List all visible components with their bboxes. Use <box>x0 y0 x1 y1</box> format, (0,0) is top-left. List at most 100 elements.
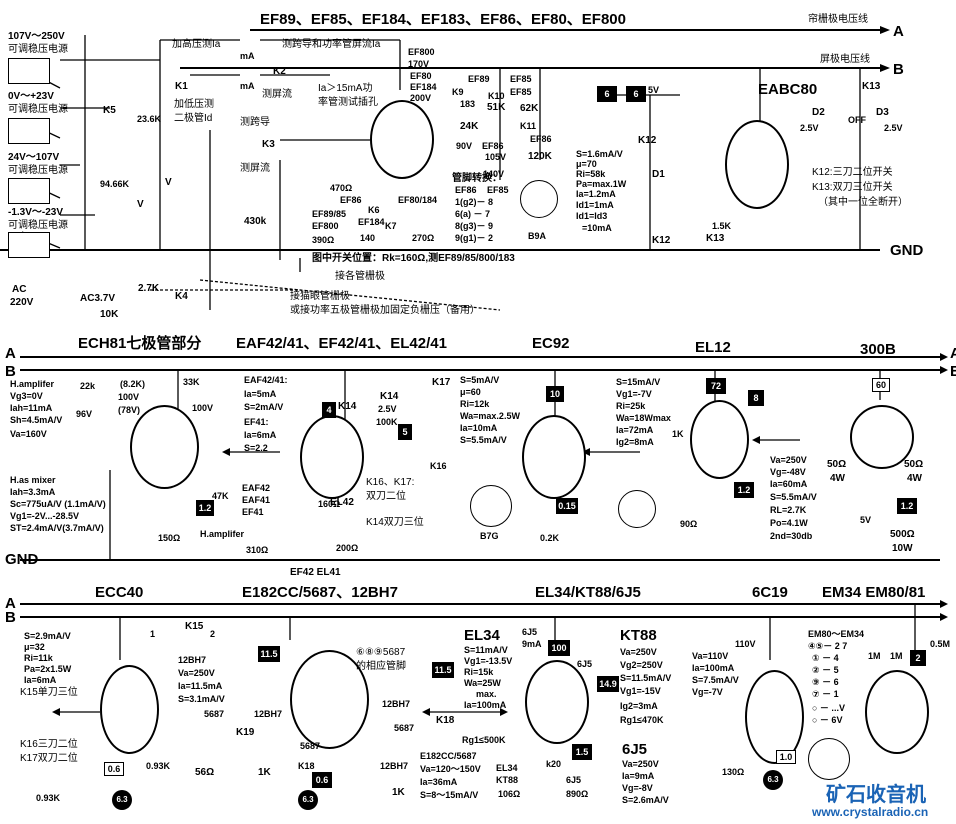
ef-lbl-ef8985: EF89/85 <box>312 209 347 219</box>
el34-6j5-a: 6J5 <box>522 627 538 637</box>
e182-spec2-3: S=8～15mA/V <box>420 790 479 800</box>
ech-spec-3: Sh=4.5mA/V <box>10 415 63 425</box>
6c19-spec-2: Ia=100mA <box>692 663 735 673</box>
ac-r2: 10K <box>100 309 119 320</box>
ecc-r093-a: 0.93K <box>36 793 61 803</box>
val-box-el34: 1.5 <box>572 744 592 760</box>
k7-label: K7 <box>385 221 397 231</box>
e182-spec2-1: Va=120～150V <box>420 764 481 774</box>
supply-box-4 <box>8 232 50 258</box>
el34-9ma: 9mA <box>522 639 542 649</box>
e182-r1k: 1K <box>258 767 271 778</box>
val-box-ec92: 0.15 <box>556 498 578 514</box>
d3-voltage: 2.5V <box>884 123 903 133</box>
r51k: 51K <box>487 102 506 113</box>
ech-r150: 150Ω <box>158 533 181 543</box>
6c19-r130: 130Ω <box>722 767 745 777</box>
pin-box-e182: 11.5 <box>258 646 280 662</box>
b9a-label: B9A <box>528 231 547 241</box>
ech-spec-0: H.amplifer <box>10 379 55 389</box>
ma-meter-2: mA <box>240 81 255 91</box>
ef-lbl-ef184: EF184 <box>358 217 385 227</box>
pin-title: 管脚转换： <box>452 173 502 184</box>
tube-el12 <box>690 400 749 479</box>
6c19-110v: 110V <box>735 639 756 649</box>
em-row-5: ○ － ...V <box>812 703 845 713</box>
el34-lbl-6j5: 6J5 <box>566 775 582 785</box>
6c19-spec-4: Vg=-7V <box>692 687 723 697</box>
diode-label: 二极管Id <box>174 113 213 124</box>
ecc-spec-0: S=2.9mA/V <box>24 631 71 641</box>
pin-box-el34-2: 14.9 <box>597 676 619 692</box>
k16-k17-note: K16、K17: <box>366 477 415 488</box>
el34-spec-1: S=11mA/V <box>464 645 508 655</box>
socket-ec92-pins <box>618 490 656 528</box>
e182-5687-a: 5687 <box>394 723 415 733</box>
e182-spec-3: S=3.1mA/V <box>178 694 225 704</box>
val-box-ech81: 1.2 <box>196 500 214 516</box>
bus-b-label-3: B <box>950 363 956 380</box>
bus-b-label-4: B <box>5 609 16 626</box>
eaf-spec-3: EF41: <box>244 417 269 427</box>
voltmeter-v2: V <box>165 177 172 188</box>
socket-b9a <box>520 180 558 218</box>
ecc-spec-2: Ri=11k <box>24 653 53 663</box>
el12-spec-0: S=15mA/V <box>616 377 661 387</box>
tube-ech81 <box>130 405 199 489</box>
ef-volt-3: EF80 <box>410 71 432 81</box>
lbl-ef85-b: EF85 <box>510 87 532 97</box>
eabc-spec-4: Ia=1.2mA <box>576 189 616 199</box>
eaf-spec-1: Ia=5mA <box>244 389 277 399</box>
pin-row-3: 8(g3)－ 9 <box>455 221 494 231</box>
ecc-spec-4: Ia=6mA <box>24 675 57 685</box>
screen-voltage-line-label: 帘栅极电压线 <box>808 14 868 25</box>
supply-4-voltage: -1.3V～-23V <box>8 207 64 218</box>
k3-label: K3 <box>262 139 275 150</box>
ec92-spec-1: μ=60 <box>460 387 481 397</box>
eaf-r160: 160Ω <box>318 499 341 509</box>
el34-lbl-kt88: KT88 <box>496 775 519 785</box>
ec92-spec-5: S=5.5mA/V <box>460 435 507 445</box>
heater-6v3-e182: 6.3 <box>298 790 318 810</box>
tube-eabc80 <box>725 120 789 209</box>
ef-lbl-ef86: EF86 <box>340 195 362 205</box>
ec92-title: EC92 <box>532 335 570 352</box>
kt88-spec-1: Va=250V <box>620 647 657 657</box>
bus-a-label-4: A <box>5 595 16 612</box>
gm-ia-label: 测跨导和功率管屏流Ia <box>282 39 381 50</box>
eaf-spec-2: S=2mA/V <box>244 402 284 412</box>
em-head: EM80～EM34 <box>808 629 865 639</box>
el34-lbl-el34: EL34 <box>496 763 518 773</box>
k2-label: K2 <box>273 66 286 77</box>
k5-label: K5 <box>103 105 116 116</box>
k6-label: K6 <box>368 205 380 215</box>
el34-spec-5: max. <box>476 689 497 699</box>
kt88-spec-6: Rg1≤470K <box>620 715 664 725</box>
em-r05m: 0.5M <box>930 639 951 649</box>
pin-box-ec92: 10 <box>546 386 564 402</box>
ac-r1: 2.7K <box>138 283 160 294</box>
socket-b7g <box>470 485 512 527</box>
d2-label: D2 <box>812 107 825 118</box>
ec92-spec-0: S=5mA/V <box>460 375 500 385</box>
e182-spec-2: Ia=11.5mA <box>178 681 223 691</box>
ac37-label: AC3.7V <box>80 293 116 304</box>
k12-note: K12:三刀二位开关 <box>812 167 893 178</box>
ec92-r02k: 0.2K <box>540 533 560 543</box>
r24k: 24K <box>460 121 479 132</box>
val-box-300b: 1.2 <box>897 498 917 514</box>
heater-6v3-6c19: 6.3 <box>763 770 783 790</box>
ech-spec-2: Iah=11mA <box>10 403 53 413</box>
300b-spec-2: Ia=60mA <box>770 479 808 489</box>
lbl-eaf41: EAF41 <box>242 495 271 505</box>
pin-box-eabc-2: 6 <box>626 86 646 102</box>
pin-box-el34: 100 <box>548 640 570 656</box>
k18-label: K18 <box>436 715 455 726</box>
300b-spec-1: Vg=-48V <box>770 467 806 477</box>
e182-12bh7-a: 12BH7 <box>382 699 411 709</box>
k16-note: K16三刀二位 <box>20 739 78 750</box>
e182-r1k-b: 1K <box>392 787 405 798</box>
bus-a-label-3: A <box>950 345 956 362</box>
k14-note: K14双刀三位 <box>366 517 424 528</box>
